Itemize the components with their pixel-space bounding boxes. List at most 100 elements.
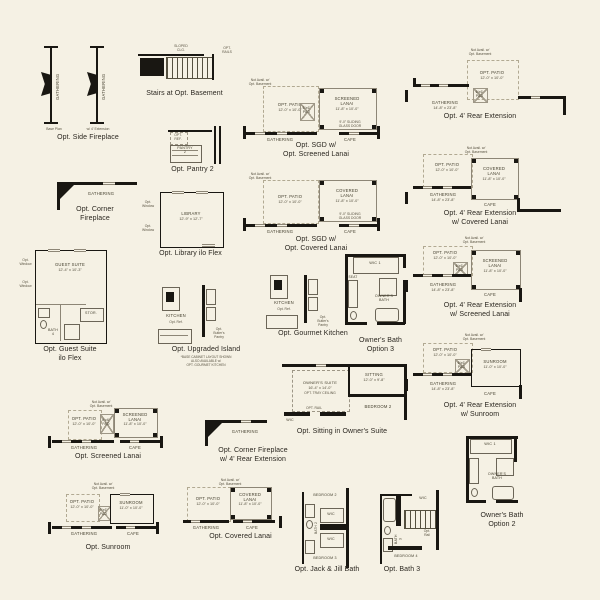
plan-corner-fireplace: GATHERING Opt. Corner Fireplace [45,176,145,228]
room-label-patio: OPT. PATIO [479,70,505,75]
room-label-lanai: COVERED LANAI [335,188,359,199]
label-opt-ref: Opt. Ref. [169,320,183,324]
plan-caption: Opt. Pantry 2 [171,166,214,173]
window-marker [423,186,432,189]
room-label-owners-bath: OWNER'S BATH [487,472,507,481]
room-label-bedroom-2: BEDROOM 2 [364,404,392,409]
stair-landing [140,58,164,76]
room-dim-lanai: 11'-8" x 10'-0" [335,199,359,203]
room-label-lanai: COVERED LANAI [482,166,506,177]
room-label-lanai: SCREENED LANAI [122,412,148,423]
plan-caption: Owner's Bath Option 2 [480,512,524,528]
vanity [469,458,479,484]
room-label-gathering: GATHERING [87,191,115,196]
sunroom-outline [471,349,521,387]
vanity [305,504,315,518]
room-label-patio: OPT. PATIO [277,194,303,199]
wall-segment [320,524,346,530]
window-marker [423,373,432,376]
note-opt-rail: Opt. Rail [423,529,431,538]
wall-segment [346,488,349,568]
wall-segment [413,274,471,277]
wall-segment [183,520,229,523]
range-symbol [166,292,174,302]
note-not-avail-basement: Not Avail. w/ Opt. Basement [462,333,486,342]
room-dim-patio: 12'-0" x 10'-0" [433,256,457,260]
stair-treads [404,510,436,529]
room-label-wic: WIC [327,537,335,541]
wall-segment [563,99,566,115]
wall-segment [339,224,379,227]
room-label-patio: OPT. PATIO [195,496,221,501]
room-dim-sunroom: 11'-0" x 10'-0" [119,506,143,510]
patio-outline [423,343,473,373]
window-marker [443,186,452,189]
wall-segment [57,182,60,210]
room-dim-patio: 12'-0" x 10'-0" [480,76,504,80]
wall-segment [413,186,471,189]
wall-segment [466,436,518,439]
room-label-stor: STOR. [85,311,97,315]
wall-segment [205,420,208,446]
island-outline [266,315,298,329]
plan-jack-jill-bath: BEDROOM 2 WIC WIC BATH 2 BEDROOM 3 Opt. … [282,486,372,580]
shelf-line [172,155,198,156]
room-label-wic: WIC [419,496,427,500]
wall-post [160,436,163,448]
wall-post [405,379,408,391]
wall-segment [396,496,401,526]
plan-rear-ext-screened-lanai: Not Avail. w/ Opt. Basement OPT. PATIO 1… [405,236,597,328]
room-dim-sunroom: 11'-0" x 10'-0" [483,365,507,369]
room-label-kitchen: KITCHEN [274,300,294,305]
room-label-wic: WIC [286,418,294,422]
room-label-bedroom-4: BEDROOM 4 [394,554,418,558]
wall-segment [212,54,214,80]
label-seat: SEAT [348,275,358,279]
note-opt-window: Opt. Window [141,224,155,233]
room-label-gathering: GATHERING [70,445,98,450]
note-sliding-glass-door: 9'-0" SLIDING GLASS DOOR [338,120,362,129]
wall-segment [436,490,439,550]
room-label-gathering: GATHERING [101,73,106,101]
shower [496,458,514,476]
wall-segment [380,494,412,496]
variant-label-extension: w/ 4' Extension [86,127,110,131]
room-label-cafe: CAFE [246,525,258,530]
note-opt-window: Opt. Window [19,280,32,289]
wall-post [405,90,408,102]
wall-segment [90,46,104,48]
fireplace-symbol [87,72,97,96]
wall-segment [304,275,307,323]
wall-post [279,516,282,528]
room-label-cafe: CAFE [127,531,139,536]
window-marker [130,440,139,443]
room-label-sitting: SITTING [365,372,383,377]
plan-caption: Opt. Jack & Jill Bath [294,566,360,573]
window-marker [196,191,208,194]
window-marker [82,526,91,529]
note-butlers-pantry: Opt. Butler's Pantry [317,315,329,328]
window-marker [423,274,432,277]
note-sliding-glass-door: 9'-0" SLIDING GLASS DOOR [338,212,362,221]
room-dim-owners-suite: 16'-4" x 14'-0" [308,386,332,390]
room-label-guest-suite: GUEST SUITE [54,262,86,267]
tub [492,486,514,500]
window-marker [62,440,71,443]
plan-screened-lanai: Not Avail. w/ Opt. Basement OPT. PATIO 1… [48,400,213,464]
note-not-avail-basement: Not Avail. w/ Opt. Basement [248,172,272,181]
window-marker [126,526,135,529]
room-label-patio: OPT. PATIO [277,102,303,107]
wall-segment [219,126,221,164]
plan-caption: Opt. 4' Rear Extension w/ Sunroom [443,402,517,418]
wall-post [405,280,408,292]
island-outline [158,329,192,344]
toilet [40,320,47,329]
window-marker [277,224,287,227]
plan-sitting-owners-suite: OWNER'S SUITE 16'-4" x 14'-0" OPT. TRAY … [276,360,408,452]
patio-outline [263,180,319,224]
room-dim-guest-suite: 12'-4" x 10'-3" [58,268,82,272]
room-label-cafe: CAFE [129,445,141,450]
toilet [350,311,357,320]
lanai-outline [114,408,158,438]
